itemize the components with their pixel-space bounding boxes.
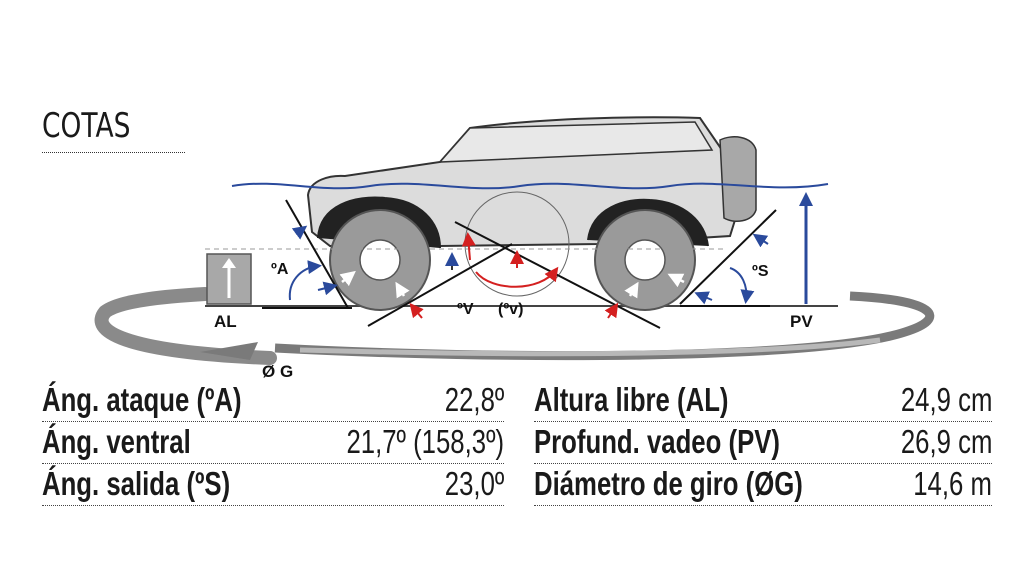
spec-row-attack-angle: Áng. ataque (ºA) 22,8º [42, 380, 504, 422]
spec-label: Áng. salida (ºS) [42, 465, 231, 502]
spec-value: 21,7º (158,3º) [346, 423, 504, 460]
specs-column-right: Altura libre (AL) 24,9 cm Profund. vadeo… [534, 380, 992, 506]
rear-wheel [594, 209, 696, 311]
wading-depth-label: PV [790, 312, 813, 331]
exit-angle-marker [679, 209, 777, 307]
attack-angle-marker [262, 199, 352, 309]
ground-clearance-label: AL [214, 312, 237, 331]
ground-clearance-indicator [206, 253, 252, 305]
specs-column-left: Áng. ataque (ºA) 22,8º Áng. ventral 21,7… [42, 380, 504, 506]
exit-angle-label: ºS [752, 263, 769, 280]
turning-circle-arrow [94, 287, 935, 365]
spec-value: 23,0º [444, 465, 504, 502]
spec-row-ground-clearance: Altura libre (AL) 24,9 cm [534, 380, 992, 422]
front-wheel [329, 209, 431, 311]
wading-depth-indicator [799, 192, 813, 304]
wheel-contact-arrows [339, 270, 685, 299]
spec-row-ventral-angle: Áng. ventral 21,7º (158,3º) [42, 422, 504, 464]
attack-angle-label: ºA [271, 261, 289, 278]
spec-row-wading-depth: Profund. vadeo (PV) 26,9 cm [534, 422, 992, 464]
water-line [231, 182, 829, 190]
ventral-angle-marker [367, 221, 661, 329]
spec-row-exit-angle: Áng. salida (ºS) 23,0º [42, 464, 504, 506]
spec-label: Áng. ventral [42, 423, 191, 460]
spec-row-turning-diameter: Diámetro de giro (ØG) 14,6 m [534, 464, 992, 506]
spec-value: 26,9 cm [900, 423, 992, 460]
section-title: COTAS [42, 106, 131, 146]
title-underline [42, 152, 185, 153]
spec-label: Áng. ataque (ºA) [42, 381, 242, 418]
spec-value: 24,9 cm [900, 381, 992, 418]
spec-label: Profund. vadeo (PV) [534, 423, 780, 460]
turning-diameter-label: Ø G [262, 362, 293, 381]
spec-label: Diámetro de giro (ØG) [534, 465, 803, 502]
spec-value: 22,8º [444, 381, 504, 418]
spec-value: 14,6 m [913, 465, 992, 502]
ventral-angle-sup-label: (ºv) [498, 301, 523, 318]
ventral-angle-label: ºV [457, 301, 474, 318]
spec-label: Altura libre (AL) [534, 381, 729, 418]
